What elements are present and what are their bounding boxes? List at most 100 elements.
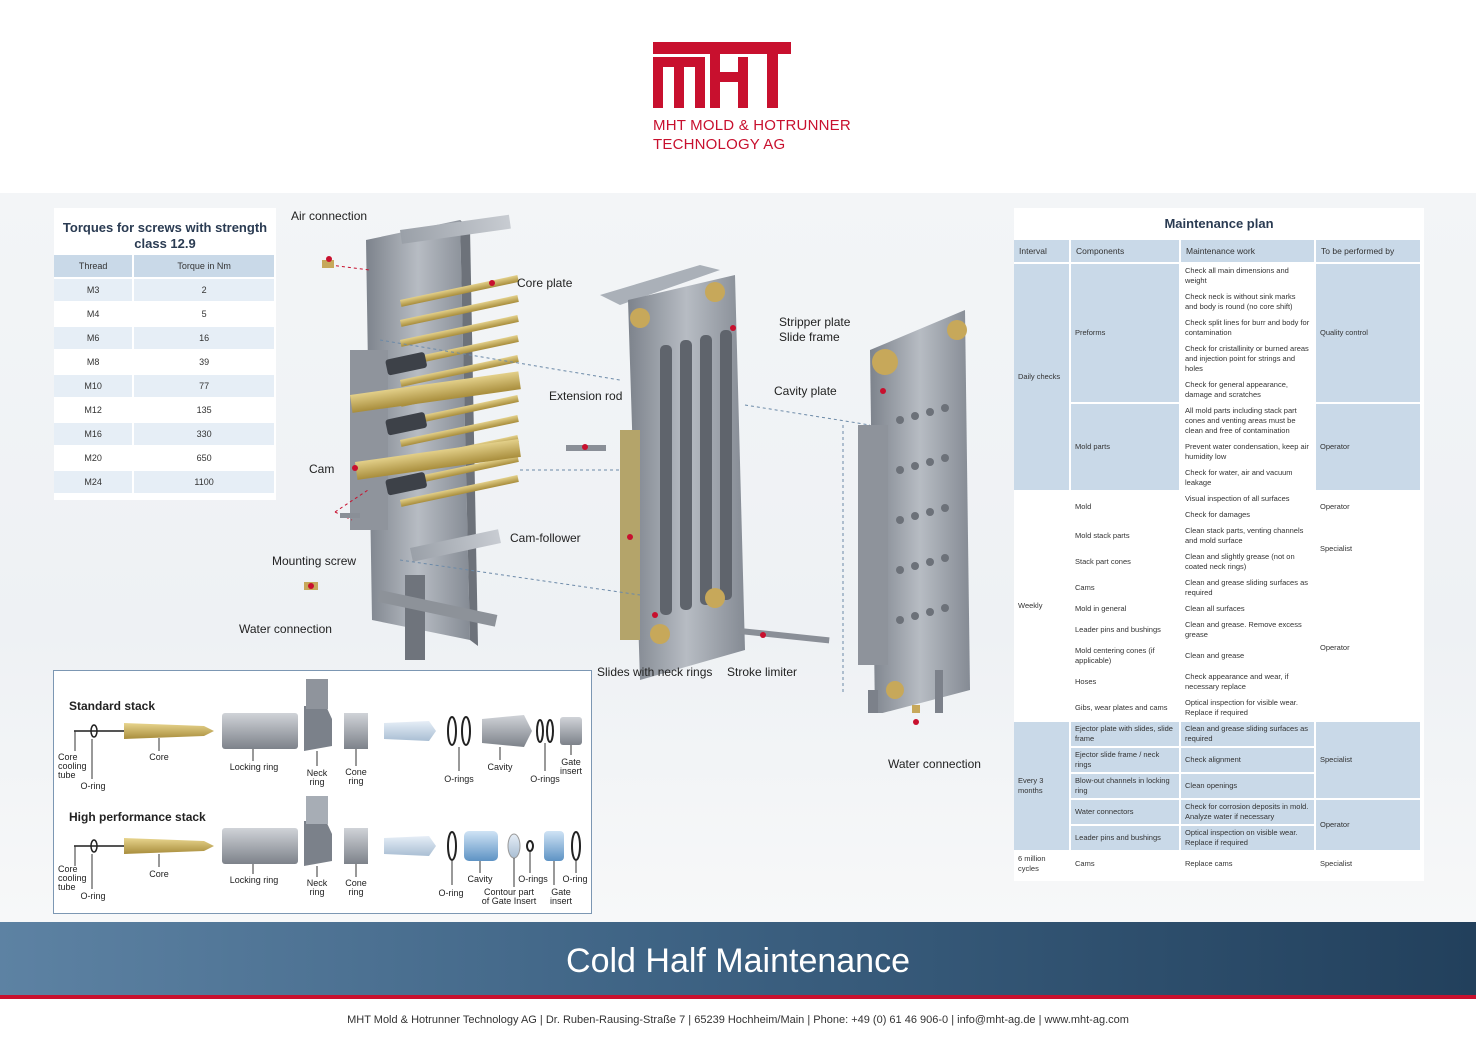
callout-dot — [913, 719, 919, 725]
callout-slide-frame: Slide frame — [779, 330, 840, 344]
callout-stripper-plate: Stripper plate — [779, 315, 851, 329]
label-locking-ring: Locking ring — [229, 875, 279, 885]
component-cell: Leader pins and bushings — [1071, 826, 1179, 850]
footer-separator: | — [688, 1014, 695, 1026]
plan-header-components: Components — [1071, 240, 1179, 262]
callout-cavity-plate: Cavity plate — [774, 384, 837, 398]
component-cell: Hoses — [1071, 670, 1179, 694]
performer-cell: Operator — [1316, 576, 1420, 720]
page-title: Cold Half Maintenance — [566, 942, 910, 980]
callout-dot — [760, 632, 766, 638]
work-cell: All mold parts including stack part cone… — [1181, 404, 1314, 438]
label-o-rings-2: O-rings — [530, 774, 560, 784]
table-row: Water connectors Check for corrosion dep… — [1014, 800, 1420, 850]
work-cell: Clean and grease — [1181, 644, 1314, 668]
callout-water-connection-right: Water connection — [888, 757, 981, 771]
label-o-ring-2: O-ring — [438, 888, 464, 898]
table-row: Mold centering cones (if applicable)Clea… — [1014, 644, 1420, 668]
footer-separator: | — [539, 1014, 546, 1026]
thread-cell: M3 — [54, 279, 135, 301]
footer-email-link[interactable]: info@mht-ag.de — [957, 1014, 1036, 1026]
label-o-ring: O-ring — [80, 781, 106, 791]
company-line-1: MHT MOLD & HOTRUNNER — [653, 117, 851, 134]
performer-cell: Operator — [1316, 492, 1420, 522]
component-cell: Blow-out channels in locking ring — [1071, 774, 1179, 798]
table-row: Check for general appearance, damage and… — [1014, 378, 1420, 402]
work-cell: Visual inspection of all surfaces — [1181, 492, 1314, 506]
label-contour-part: Contour part of Gate Insert — [481, 887, 537, 906]
torque-table-title: Torques for screws with strength class 1… — [62, 220, 268, 251]
label-o-ring: O-ring — [80, 891, 106, 901]
work-cell: Check for corrosion deposits in mold. An… — [1181, 800, 1314, 824]
work-cell: Optical inspection on visible wear. Repl… — [1181, 826, 1314, 850]
callout-dot — [326, 256, 332, 262]
callout-extension-rod: Extension rod — [549, 389, 623, 403]
callout-dot — [627, 534, 633, 540]
performer-cell: Specialist — [1316, 722, 1420, 798]
thread-cell: M10 — [54, 375, 135, 397]
work-cell: Check for cristallinity or burned areas … — [1181, 342, 1314, 376]
stack-components-panel: Standard stack Core cooling tube O-ring … — [53, 670, 592, 914]
torque-cell: 5 — [134, 303, 276, 325]
torque-table-card: Torques for screws with strength class 1… — [54, 208, 276, 500]
label-gate-insert: Gate insert — [559, 757, 582, 776]
thread-cell: M24 — [54, 471, 135, 493]
footer-web-link[interactable]: www.mht-ag.com — [1044, 1014, 1129, 1026]
label-o-ring-3: O-ring — [562, 874, 588, 884]
table-row: Weekly Mold Visual inspection of all sur… — [1014, 492, 1420, 720]
interval-cell: Daily checks — [1014, 264, 1069, 490]
component-cell: Ejector slide frame / neck rings — [1071, 748, 1179, 772]
high-performance-stack-title: High performance stack — [69, 810, 206, 824]
table-row: Check for damages — [1014, 508, 1420, 522]
divider — [0, 995, 1476, 999]
work-cell: Clean openings — [1181, 774, 1314, 798]
callout-stroke-limiter: Stroke limiter — [727, 665, 798, 679]
work-cell: Replace cams — [1181, 852, 1314, 876]
component-cell: Mold stack parts — [1071, 524, 1179, 548]
component-cell: Cams — [1071, 576, 1179, 600]
table-row: Cams Clean and grease sliding surfaces a… — [1014, 576, 1420, 720]
component-cell: Stack part cones — [1071, 550, 1179, 574]
callout-mounting-screw: Mounting screw — [272, 554, 357, 568]
label-neck-ring: Neck ring — [306, 768, 328, 787]
performer-cell: Quality control — [1316, 264, 1420, 402]
company-name: MHT MOLD & HOTRUNNER TECHNOLOGY AG — [653, 116, 851, 154]
work-cell: Check alignment — [1181, 748, 1314, 772]
callout-core-plate: Core plate — [517, 276, 573, 290]
component-cell: Mold parts — [1071, 404, 1179, 490]
torque-cell: 77 — [134, 375, 276, 397]
thread-cell: M8 — [54, 351, 135, 373]
table-row: Mold stack parts Clean stack parts, vent… — [1014, 524, 1420, 574]
footer-separator: | — [951, 1014, 958, 1026]
company-line-2: TECHNOLOGY AG — [653, 136, 786, 153]
callout-cam-follower: Cam-follower — [510, 531, 581, 545]
table-row: Check split lines for burr and body for … — [1014, 316, 1420, 340]
work-cell: Clean and slightly grease (not on coated… — [1181, 550, 1314, 574]
callout-dot — [489, 280, 495, 286]
footer-separator: | — [807, 1014, 814, 1026]
label-o-rings: O-rings — [518, 874, 548, 884]
component-cell: Mold — [1071, 492, 1179, 522]
torque-cell: 1100 — [134, 471, 276, 493]
component-cell: Ejector plate with slides, slide frame — [1071, 722, 1179, 746]
label-cone-ring: Cone ring — [345, 878, 367, 897]
callout-dot — [730, 325, 736, 331]
label-cavity: Cavity — [467, 874, 493, 884]
label-core-cooling-tube: Core cooling tube — [58, 864, 87, 892]
label-core: Core — [149, 869, 169, 879]
callout-dot — [582, 444, 588, 450]
footer-company: MHT Mold & Hotrunner Technology AG — [347, 1014, 537, 1026]
table-row: Stack part cones Clean and slightly grea… — [1014, 550, 1420, 574]
component-cell: Mold in general — [1071, 602, 1179, 616]
work-cell: Clean and grease sliding surfaces as req… — [1181, 576, 1314, 600]
